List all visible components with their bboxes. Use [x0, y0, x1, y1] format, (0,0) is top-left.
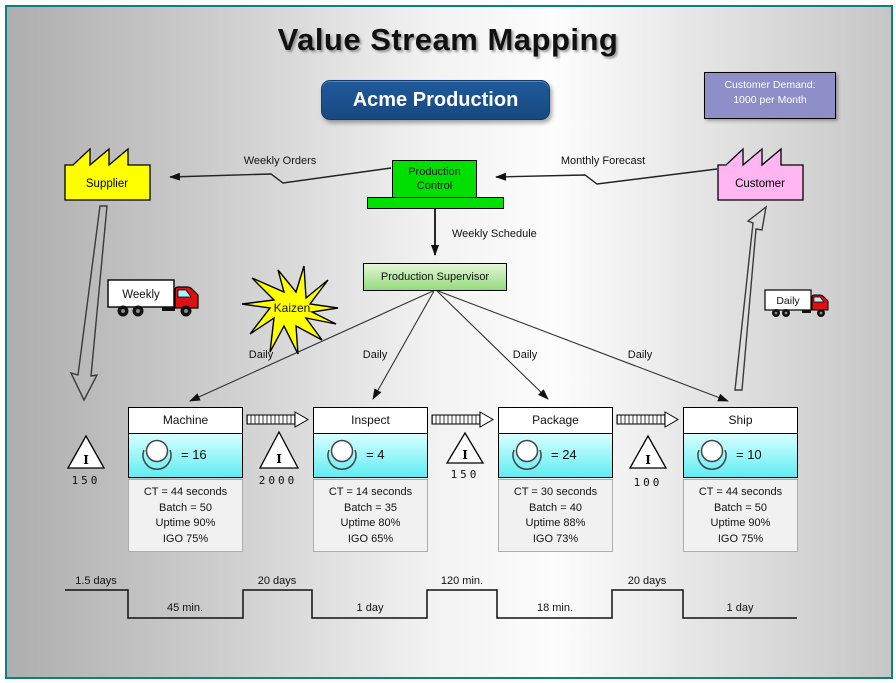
inventory-symbol: I — [645, 453, 651, 467]
process-title: Machine — [128, 407, 243, 434]
operator-icon — [512, 439, 542, 470]
operator-section: = 16 — [128, 433, 243, 478]
process-details: CT = 30 seconds Batch = 40 Uptime 88% IG… — [498, 479, 613, 552]
customer-demand-line2: 1000 per Month — [733, 94, 807, 106]
customer-factory-icon: Customer — [717, 147, 804, 201]
inventory-triangle-icon: I — [66, 434, 106, 469]
operator-count: = 24 — [551, 447, 577, 462]
operator-count: = 16 — [181, 447, 207, 462]
process-title: Inspect — [313, 407, 428, 434]
operator-icon — [142, 439, 172, 470]
inventory-symbol: I — [276, 452, 282, 466]
daily-label-1: Daily — [248, 349, 274, 361]
supplier-factory-icon: Supplier — [64, 147, 151, 201]
detail-ct: CT = 14 seconds — [328, 486, 413, 498]
process-title: Package — [498, 407, 613, 434]
process-title: Ship — [683, 407, 798, 434]
timeline-wait-4: 20 days — [627, 575, 667, 587]
operator-section: = 24 — [498, 433, 613, 478]
weekly-truck-label: Weekly — [122, 289, 160, 301]
kaizen-burst-icon — [241, 265, 339, 355]
process-box-machine: Machine = 16 CT = 44 seconds Batch = 50 … — [128, 407, 243, 552]
detail-uptime: Uptime 80% — [340, 517, 401, 529]
timeline-process-2: 1 day — [356, 602, 384, 614]
detail-batch: Batch = 35 — [344, 501, 397, 514]
inventory-symbol: I — [83, 453, 89, 467]
inventory-qty: 2000 — [258, 474, 298, 487]
customer-demand-box: Customer Demand: 1000 per Month — [704, 72, 836, 119]
production-control-base — [367, 197, 504, 209]
detail-batch: Batch = 50 — [159, 501, 212, 514]
inventory-triangle-icon: I — [258, 430, 300, 469]
detail-ct: CT = 44 seconds — [143, 486, 228, 498]
inventory-qty: 100 — [633, 476, 663, 489]
detail-ct: CT = 44 seconds — [698, 486, 783, 498]
process-details: CT = 44 seconds Batch = 50 Uptime 90% IG… — [128, 479, 243, 552]
weekly-truck-icon: Weekly — [107, 279, 199, 317]
daily-label-2: Daily — [362, 349, 388, 361]
timeline-wait-1: 1.5 days — [75, 575, 117, 587]
detail-uptime: Uptime 90% — [155, 517, 216, 529]
process-box-ship: Ship = 10 CT = 44 seconds Batch = 50 Upt… — [683, 407, 798, 552]
kaizen-label: Kaizen — [273, 301, 311, 315]
operator-section: = 4 — [313, 433, 428, 478]
process-details: CT = 44 seconds Batch = 50 Uptime 90% IG… — [683, 479, 798, 552]
operator-section: = 10 — [683, 433, 798, 478]
inventory-symbol: I — [462, 448, 468, 462]
detail-uptime: Uptime 90% — [710, 517, 771, 529]
production-control-line2: Control — [416, 180, 453, 192]
push-arrow-icon — [431, 411, 495, 428]
detail-uptime: Uptime 88% — [525, 517, 586, 529]
operator-icon — [327, 439, 357, 470]
operator-icon — [697, 439, 727, 470]
customer-label: Customer — [735, 178, 785, 190]
customer-demand-line1: Customer Demand: — [724, 79, 816, 91]
inventory-triangle-icon: I — [445, 431, 485, 464]
production-supervisor-box: Production Supervisor — [363, 263, 507, 291]
process-box-inspect: Inspect = 4 CT = 14 seconds Batch = 35 U… — [313, 407, 428, 552]
timeline-process-1: 45 min. — [166, 602, 204, 614]
process-box-package: Package = 24 CT = 30 seconds Batch = 40 … — [498, 407, 613, 552]
push-arrow-icon — [246, 411, 310, 428]
process-details: CT = 14 seconds Batch = 35 Uptime 80% IG… — [313, 479, 428, 552]
detail-igo: IGO 73% — [532, 532, 579, 545]
detail-igo: IGO 75% — [162, 532, 209, 545]
detail-batch: Batch = 50 — [714, 501, 767, 514]
timeline-process-3: 18 min. — [536, 602, 574, 614]
push-arrow-icon — [616, 411, 680, 428]
timeline-wait-3: 120 min. — [440, 575, 484, 587]
daily-label-4: Daily — [627, 349, 653, 361]
weekly-orders-label: Weekly Orders — [243, 155, 317, 167]
daily-truck-icon: Daily — [764, 289, 829, 317]
inventory-qty: 150 — [71, 474, 101, 487]
company-banner: Acme Production — [321, 80, 550, 120]
daily-truck-label: Daily — [776, 295, 800, 307]
production-control-line1: Production — [408, 166, 461, 178]
operator-count: = 4 — [366, 447, 385, 462]
timeline-wait-2: 20 days — [257, 575, 297, 587]
daily-label-3: Daily — [512, 349, 538, 361]
detail-igo: IGO 75% — [717, 532, 764, 545]
detail-igo: IGO 65% — [347, 532, 394, 545]
monthly-forecast-label: Monthly Forecast — [560, 155, 646, 167]
detail-ct: CT = 30 seconds — [513, 486, 598, 498]
page-title: Value Stream Mapping — [277, 22, 619, 57]
inventory-qty: 150 — [450, 468, 480, 481]
detail-batch: Batch = 40 — [529, 501, 582, 514]
operator-count: = 10 — [736, 447, 762, 462]
weekly-schedule-label: Weekly Schedule — [452, 228, 537, 240]
supplier-label: Supplier — [86, 178, 128, 190]
inventory-triangle-icon: I — [628, 434, 668, 469]
timeline-process-4: 1 day — [726, 602, 754, 614]
